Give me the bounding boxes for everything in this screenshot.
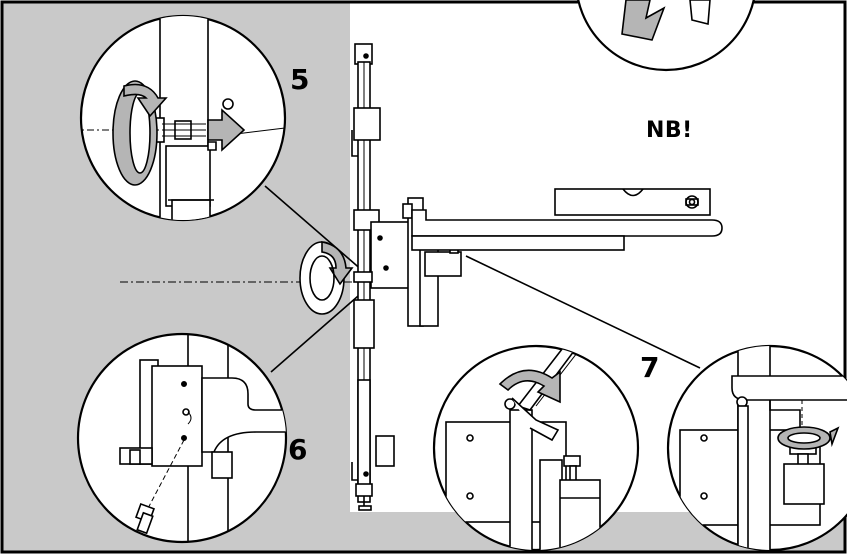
detail-circle-6 bbox=[76, 332, 288, 544]
rotate-arrow-icon bbox=[299, 241, 354, 315]
detail-circle-top bbox=[577, 0, 755, 72]
step-6-label: 6 bbox=[288, 433, 308, 466]
detail-circle-7a bbox=[432, 344, 640, 552]
detail-circle-7b bbox=[666, 344, 847, 552]
step-5-label: 5 bbox=[290, 63, 310, 96]
detail-circle-5 bbox=[79, 14, 287, 222]
note-label: NB! bbox=[646, 118, 693, 143]
vertical-column bbox=[351, 43, 395, 511]
step-7-label: 7 bbox=[640, 351, 660, 384]
bracket-assembly bbox=[353, 188, 723, 327]
